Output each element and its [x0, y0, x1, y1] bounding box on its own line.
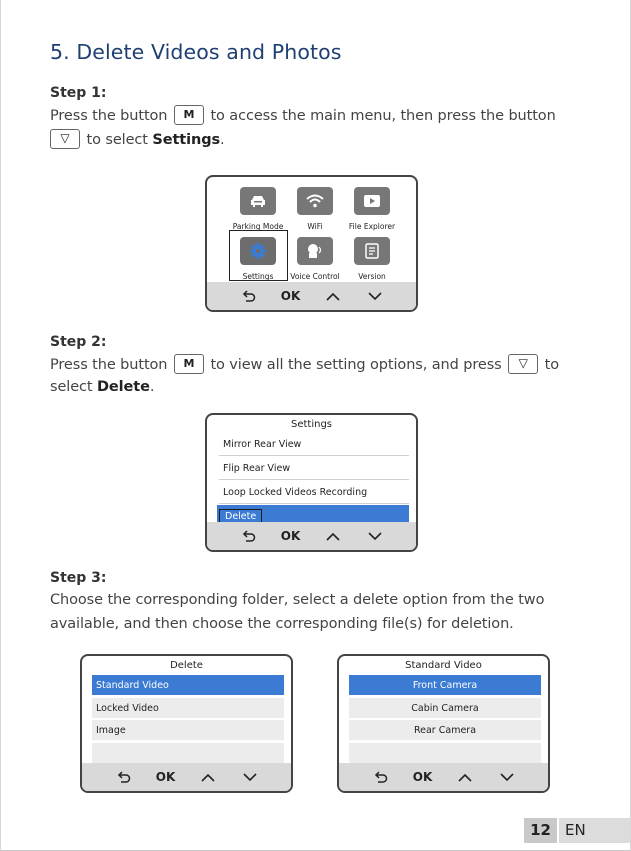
- main-menu-screen: Parking Mode WiFi File Explorer Settings…: [205, 175, 418, 312]
- menu-label: WiFi: [307, 222, 323, 231]
- down-key-icon: ▽: [508, 354, 539, 374]
- delete-screen: Delete Standard Video Locked Video Image…: [80, 654, 293, 793]
- page-language: EN: [559, 818, 630, 843]
- ok-button[interactable]: OK: [280, 289, 301, 303]
- control-bar: OK: [207, 522, 416, 550]
- camera-row-cabin[interactable]: Cabin Camera: [349, 698, 541, 718]
- menu-key-icon: M: [173, 105, 204, 125]
- wifi-icon: [297, 187, 333, 215]
- standard-video-screen: Standard Video Front Camera Cabin Camera…: [337, 654, 550, 793]
- control-bar: OK: [339, 763, 548, 791]
- car-icon: [240, 187, 276, 215]
- menu-label: Parking Mode: [232, 222, 284, 231]
- standard-video-screen-title: Standard Video: [405, 660, 482, 671]
- step2-line1: Press the button M to view all the setti…: [50, 354, 560, 375]
- page-number: 12: [524, 818, 557, 843]
- step1-text-b: to access the main menu, then press the …: [210, 108, 556, 124]
- chevron-up-icon[interactable]: [323, 532, 343, 541]
- chevron-up-icon[interactable]: [198, 773, 218, 782]
- chevron-down-icon[interactable]: [365, 531, 385, 541]
- step1-period: .: [220, 132, 225, 148]
- delete-row-image[interactable]: Image: [92, 720, 284, 740]
- down-key-icon: ▽: [50, 129, 80, 149]
- chevron-up-icon[interactable]: [323, 292, 343, 301]
- step2-line2: select Delete.: [50, 379, 154, 395]
- play-icon: [354, 187, 390, 215]
- step1-title: Step 1:: [50, 85, 107, 101]
- menu-label: Version: [358, 272, 386, 281]
- settings-screen-title: Settings: [290, 419, 332, 430]
- section-title: 5. Delete Videos and Photos: [50, 40, 342, 64]
- settings-row-loop-locked[interactable]: Loop Locked Videos Recording: [219, 482, 409, 504]
- ok-button[interactable]: OK: [155, 770, 176, 784]
- document-icon: [354, 237, 390, 265]
- camera-row-front[interactable]: Front Camera: [349, 675, 541, 695]
- ok-button[interactable]: OK: [280, 529, 301, 543]
- back-arrow-icon[interactable]: [239, 290, 259, 302]
- menu-item-wifi[interactable]: WiFi: [284, 187, 346, 231]
- ok-button[interactable]: OK: [412, 770, 433, 784]
- step2-text-c: to: [544, 357, 560, 373]
- step2-delete-bold: Delete: [97, 379, 150, 395]
- step1-settings-bold: Settings: [152, 132, 221, 148]
- control-bar: OK: [82, 763, 291, 791]
- menu-item-file-explorer[interactable]: File Explorer: [341, 187, 403, 231]
- menu-item-settings[interactable]: Settings: [227, 237, 289, 281]
- gear-icon: [240, 237, 276, 265]
- step2-text-b: to view all the setting options, and pre…: [210, 357, 502, 373]
- delete-row-locked-video[interactable]: Locked Video: [92, 698, 284, 718]
- delete-row-standard-video[interactable]: Standard Video: [92, 675, 284, 695]
- delete-row-empty: [92, 743, 284, 763]
- step3-line1: Choose the corresponding folder, select …: [50, 592, 545, 608]
- menu-key-icon: M: [173, 354, 204, 374]
- chevron-down-icon[interactable]: [365, 291, 385, 301]
- chevron-down-icon[interactable]: [497, 772, 517, 782]
- menu-label: Settings: [242, 272, 274, 281]
- menu-item-voice-control[interactable]: Voice Control: [284, 237, 346, 281]
- step2-text-d: select: [50, 379, 93, 395]
- step3-title: Step 3:: [50, 570, 107, 586]
- settings-row-mirror-rear-view[interactable]: Mirror Rear View: [219, 434, 409, 456]
- back-arrow-icon[interactable]: [371, 771, 391, 783]
- menu-item-version[interactable]: Version: [341, 237, 403, 281]
- menu-label: Voice Control: [290, 272, 340, 281]
- control-bar: OK: [207, 282, 416, 310]
- step1-text-a: Press the button: [50, 108, 168, 124]
- settings-row-flip-rear-view[interactable]: Flip Rear View: [219, 458, 409, 480]
- camera-row-rear[interactable]: Rear Camera: [349, 720, 541, 740]
- settings-screen: Settings Mirror Rear View Flip Rear View…: [205, 413, 418, 552]
- delete-screen-title: Delete: [170, 660, 203, 671]
- menu-selection-highlight: [229, 230, 288, 281]
- step2-title: Step 2:: [50, 334, 107, 350]
- step1-line2: ▽ to select Settings.: [50, 129, 225, 150]
- step3-line2: available, and then choose the correspon…: [50, 616, 514, 632]
- menu-label: File Explorer: [348, 222, 396, 231]
- back-arrow-icon[interactable]: [239, 530, 259, 542]
- chevron-up-icon[interactable]: [455, 773, 475, 782]
- step2-text-a: Press the button: [50, 357, 168, 373]
- menu-item-parking-mode[interactable]: Parking Mode: [227, 187, 289, 231]
- chevron-down-icon[interactable]: [240, 772, 260, 782]
- voice-icon: [297, 237, 333, 265]
- step1-text-c: to select: [86, 132, 148, 148]
- camera-row-empty: [349, 743, 541, 763]
- step1-line1: Press the button M to access the main me…: [50, 105, 556, 126]
- step2-period: .: [149, 379, 155, 395]
- back-arrow-icon[interactable]: [114, 771, 134, 783]
